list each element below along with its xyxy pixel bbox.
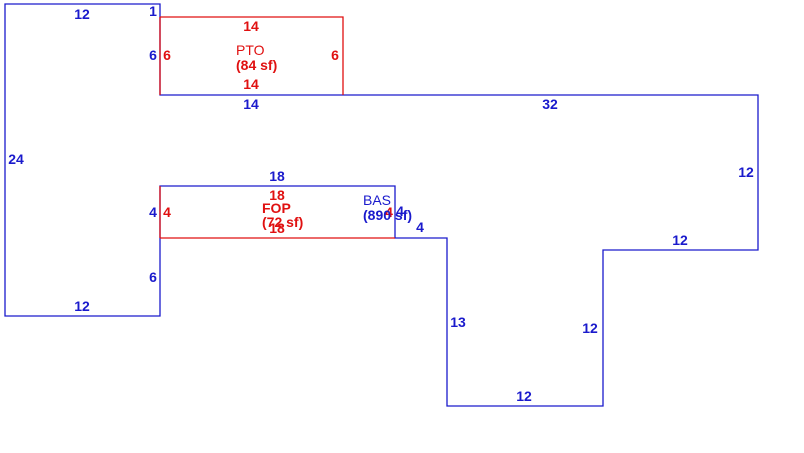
bas-dim-fop-top: 18 [269, 168, 285, 184]
bas-dim-step-up: 4 [396, 203, 404, 219]
bas-dim-fop-left: 4 [149, 204, 157, 220]
bas-dim-upper-inner: 6 [149, 47, 157, 63]
bas-dim-lower-inner: 6 [149, 269, 157, 285]
bas-dim-step-right: 4 [416, 219, 424, 235]
bas-dim-right-return: 12 [672, 232, 688, 248]
bas-area-sf: (890 sf) [363, 207, 412, 223]
pto-dim-bottom: 14 [243, 76, 259, 92]
fop-outline [159, 186, 395, 239]
bas-dim-top-step: 1 [149, 3, 157, 19]
bas-dim-right-side: 12 [738, 164, 754, 180]
pto-area-name: PTO [236, 42, 265, 58]
bas-dim-left-bottom: 12 [74, 298, 90, 314]
pto-outline [159, 16, 344, 95]
fop-dim-top: 18 [269, 187, 285, 203]
bas-dim-right-drop: 12 [582, 320, 598, 336]
bas-dim-left-side: 24 [8, 151, 24, 167]
pto-dim-left: 6 [163, 47, 171, 63]
fop-area-name: FOP [262, 200, 291, 216]
bas-outline [4, 3, 759, 407]
bas-dim-top-mid: 14 [243, 96, 259, 112]
pto-area-sf: (84 sf) [236, 57, 277, 73]
fop-dim-bottom: 18 [269, 220, 285, 236]
fop-area-sf: (72 sf) [262, 214, 303, 230]
pto-dim-right: 6 [331, 47, 339, 63]
bas-dim-bottom-right: 12 [516, 388, 532, 404]
bas-dim-top-long: 32 [542, 96, 558, 112]
bas-dim-left-top: 12 [74, 6, 90, 22]
bas-area-name: BAS [363, 192, 391, 208]
pto-dim-top: 14 [243, 18, 259, 34]
fop-dim-right: 4 [385, 204, 393, 220]
bas-dim-center-drop: 13 [450, 314, 466, 330]
fop-dim-left: 4 [163, 204, 171, 220]
